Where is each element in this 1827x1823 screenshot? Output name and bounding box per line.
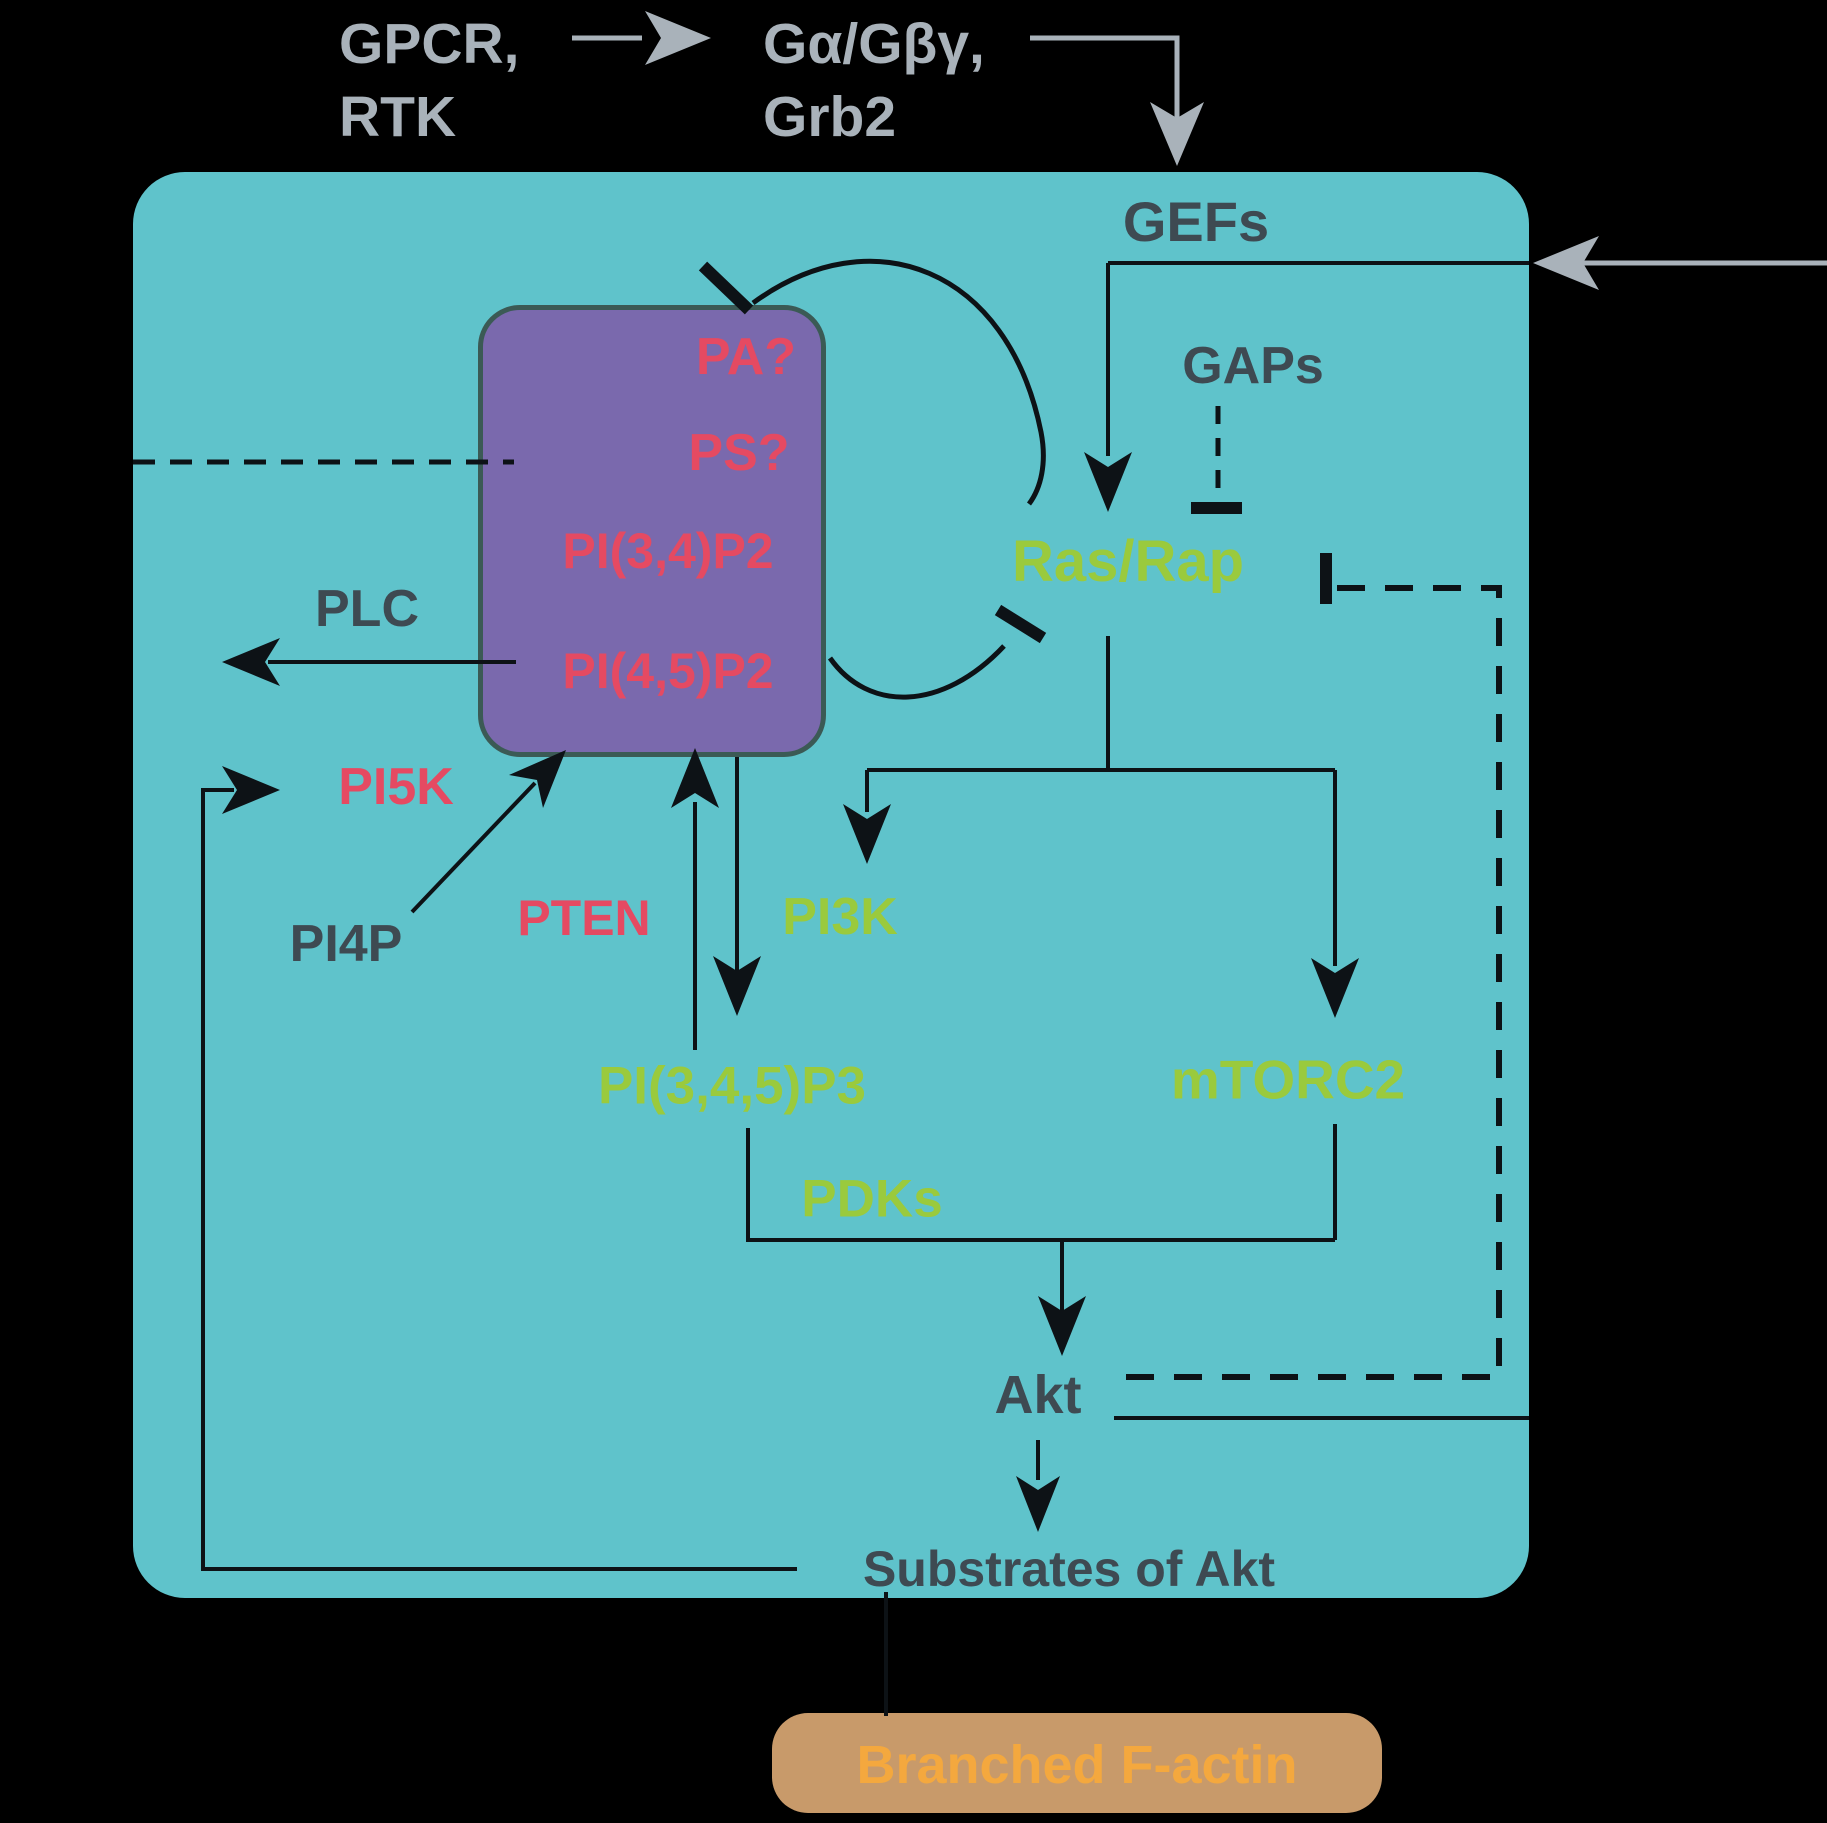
external-right-arrowhead xyxy=(1533,236,1599,290)
branched-factin-label: Branched F-actin xyxy=(856,1735,1298,1795)
pi5k-label: PI5K xyxy=(338,758,454,816)
pool-to-pip3-arrowhead xyxy=(713,956,761,1016)
akt-to-substrates-arrowhead xyxy=(1016,1476,1060,1532)
pdks-label: PDKs xyxy=(801,1169,943,1229)
pten-label: PTEN xyxy=(517,890,651,946)
pool-to-rasrap-inhibition-tbar xyxy=(994,604,1047,644)
pool-to-rasrap-inhibition-arc xyxy=(827,644,1006,700)
pi45p2-label: PI(4,5)P2 xyxy=(562,643,774,699)
rasrap-label: Ras/Rap xyxy=(1011,529,1245,594)
plc-label: PLC xyxy=(315,580,419,638)
membrane-region xyxy=(133,172,1529,1598)
pi4p-to-pool-arrowhead xyxy=(509,750,566,808)
receptors-label: GPCR, RTK xyxy=(339,12,520,149)
gproteins-label: Gα/Gβγ, Grb2 xyxy=(763,12,985,149)
pi3k-label: PI3K xyxy=(782,888,898,946)
gefs-line xyxy=(1106,261,1529,456)
gpcr-to-gproteins-arrowhead xyxy=(645,11,711,65)
pip3-label: PI(3,4,5)P3 xyxy=(597,1056,867,1116)
gefs-to-rasrap-arrowhead xyxy=(1084,452,1132,512)
pi34p2-label: PI(3,4)P2 xyxy=(562,523,774,579)
pi4p-to-pool-line xyxy=(410,781,537,914)
akt-label: Akt xyxy=(994,1365,1082,1425)
lipid-pool-box xyxy=(478,305,826,757)
gaps-label: GAPs xyxy=(1182,337,1324,395)
branch-to-pi3k-arrowhead xyxy=(843,804,891,864)
feedback-to-pi5k-arrowhead xyxy=(222,766,280,814)
pa-label: PA? xyxy=(695,328,797,386)
substrates-feedback-loop xyxy=(201,788,797,1571)
pten-to-pool-arrowhead xyxy=(671,748,719,808)
branch-to-mtorc2-arrowhead xyxy=(1311,958,1359,1018)
ps-label: PS? xyxy=(688,424,790,482)
mtorc2-label: mTORC2 xyxy=(1170,1048,1406,1111)
merge-to-akt-arrowhead xyxy=(1038,1296,1086,1356)
akt-to-rasrap-feedback-dashed xyxy=(1116,585,1502,1380)
plc-arrowhead xyxy=(222,638,280,686)
rasrap-branch-lines xyxy=(746,636,1337,1312)
rasrap-to-pool-inhibition-tbar xyxy=(698,261,754,315)
branched-factin-box xyxy=(772,1713,1382,1813)
substrates-label: Substrates of Akt xyxy=(862,1541,1276,1597)
rasrap-to-pool-inhibition-arc xyxy=(751,258,1046,506)
gproteins-to-gefs-arrow xyxy=(1030,35,1180,118)
gefs-label: GEFs xyxy=(1122,190,1270,253)
gproteins-to-gefs-arrowhead xyxy=(1150,102,1204,166)
pi4p-label: PI4P xyxy=(289,915,403,973)
